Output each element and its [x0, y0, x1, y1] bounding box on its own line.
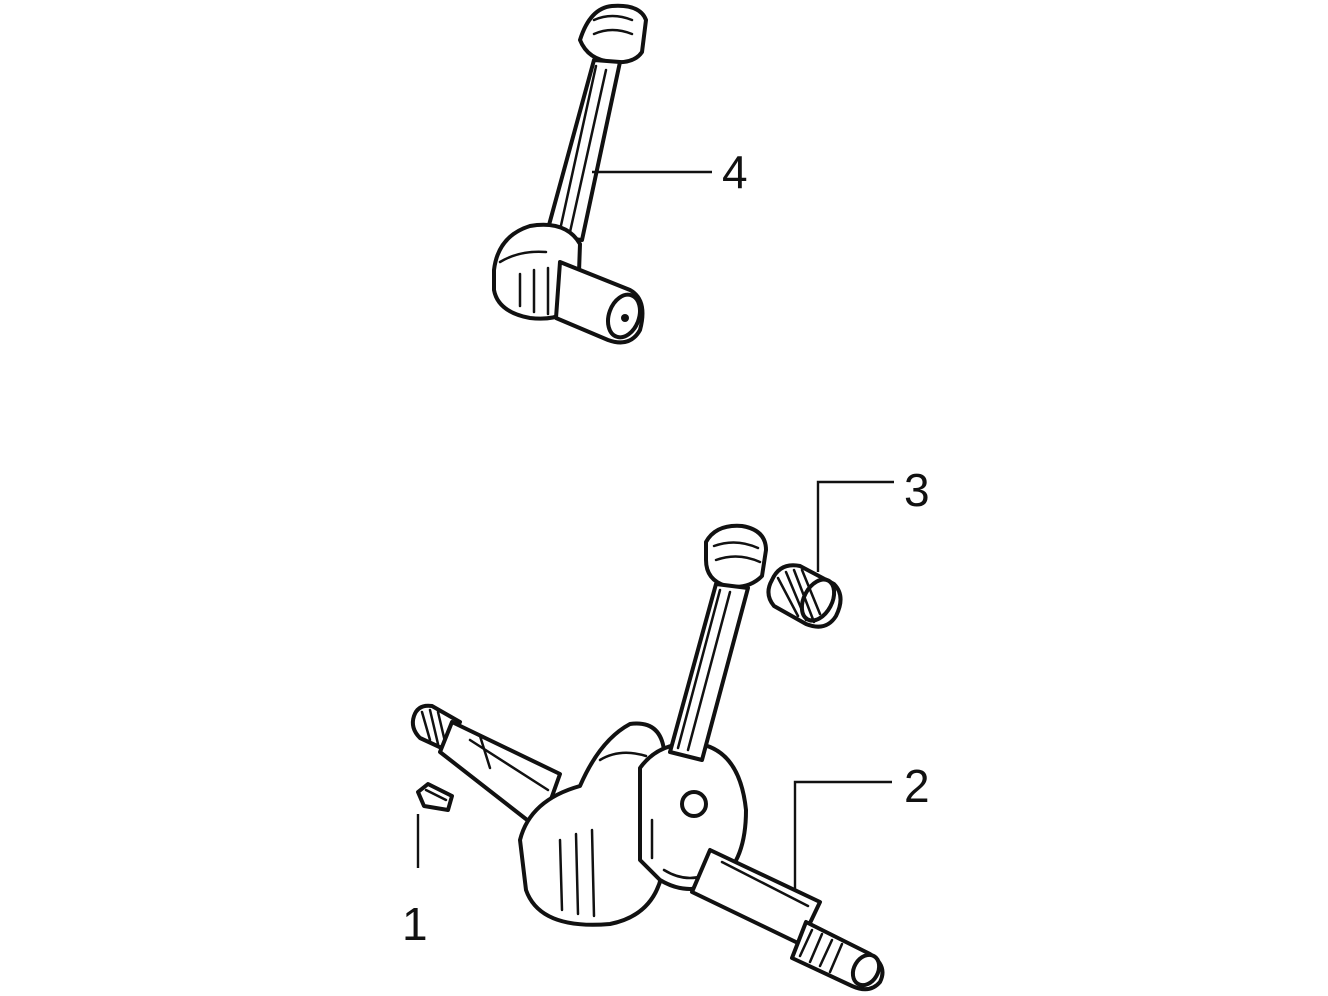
leader-lines	[416, 170, 894, 890]
callout-4: 4	[722, 146, 748, 198]
leader-line-3	[816, 480, 894, 572]
callout-2: 2	[904, 760, 930, 812]
callout-1: 1	[402, 898, 428, 950]
woodruff-key-icon[interactable]	[416, 782, 454, 812]
needle-bearing-icon[interactable]	[766, 563, 843, 629]
callout-labels: 4 3 2 1	[402, 146, 930, 950]
connecting-rod-icon[interactable]	[492, 3, 648, 345]
leader-line-2	[793, 780, 892, 890]
callout-3: 3	[904, 464, 930, 516]
crankshaft-icon[interactable]	[410, 523, 885, 992]
